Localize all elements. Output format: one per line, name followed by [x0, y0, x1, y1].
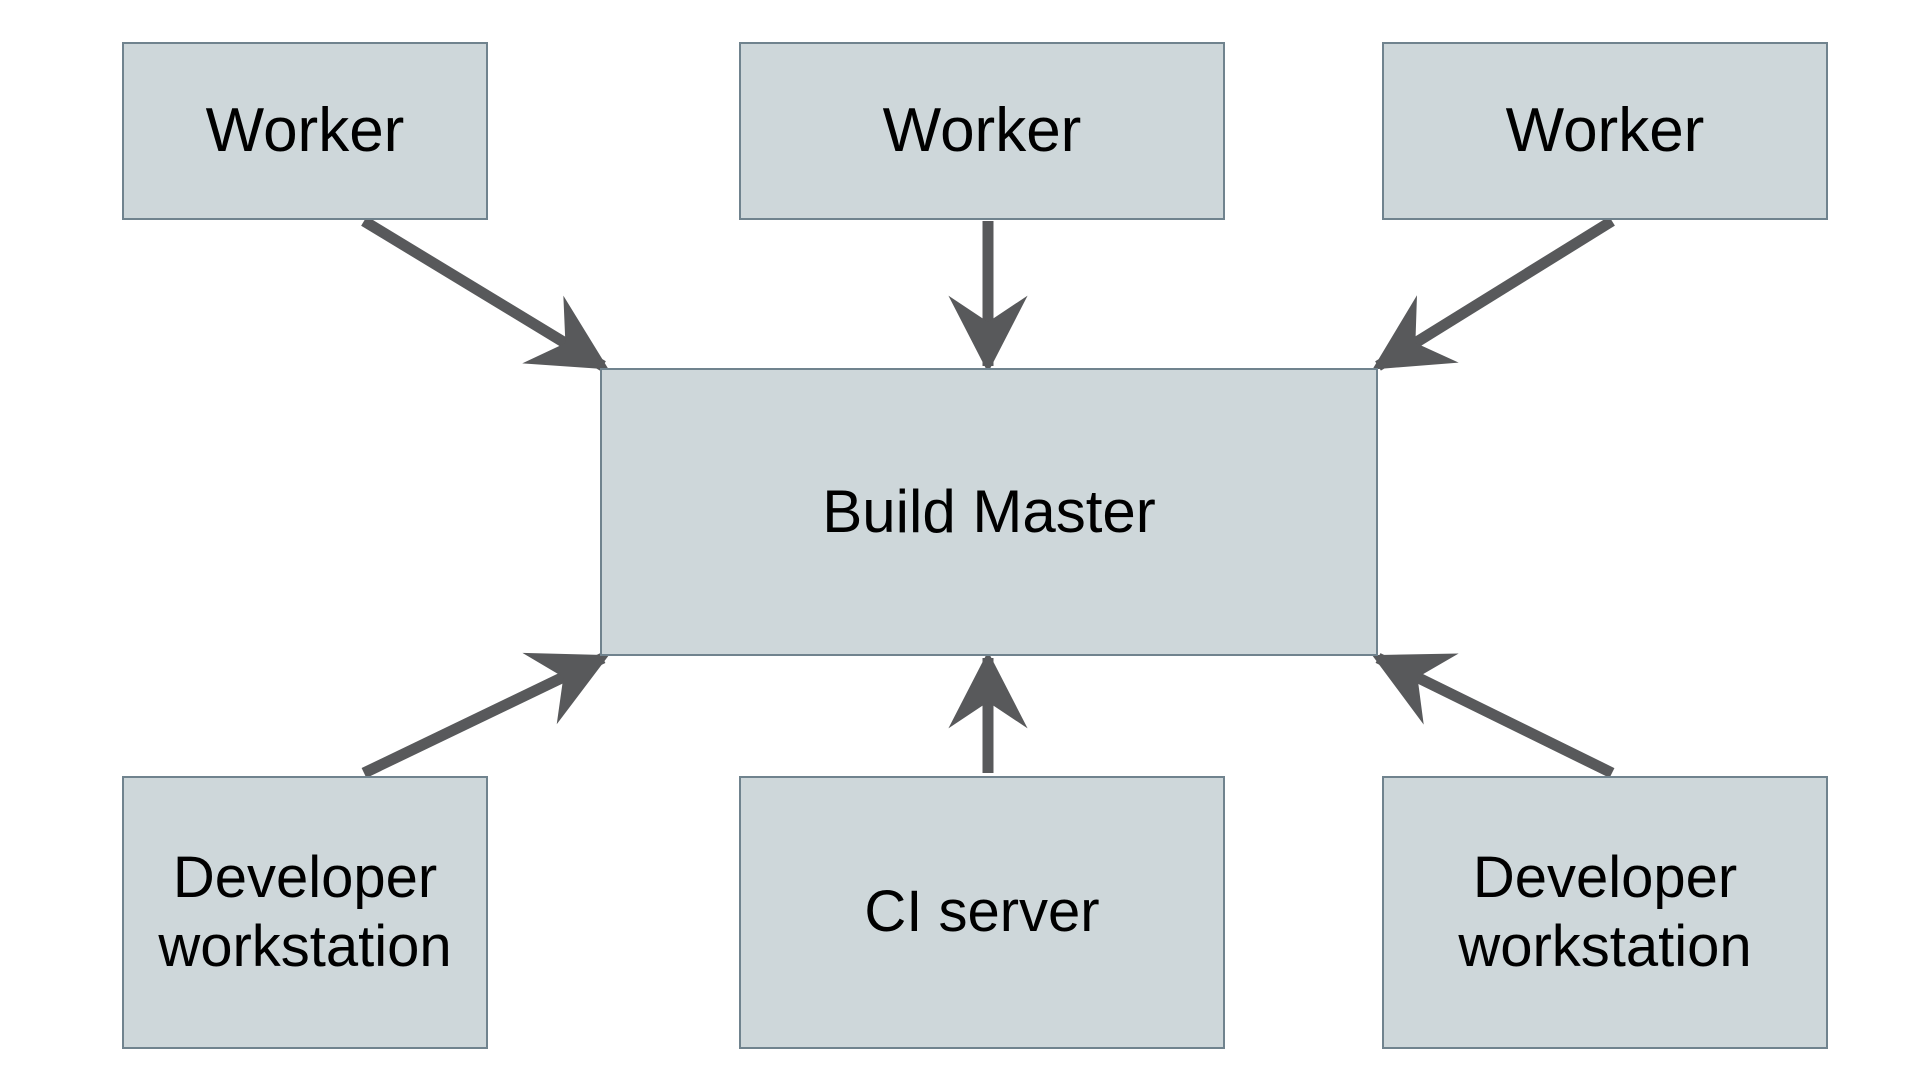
- node-ci-server[interactable]: CI server: [739, 776, 1225, 1049]
- node-developer-workstation-right[interactable]: Developer workstation: [1382, 776, 1828, 1049]
- node-build-master[interactable]: Build Master: [600, 368, 1378, 656]
- edge-developer-workstation-left-to-build-master: [361, 652, 609, 778]
- node-worker-3-label: Worker: [1505, 96, 1705, 166]
- node-developer-workstation-left[interactable]: Developer workstation: [122, 776, 488, 1049]
- node-worker-1[interactable]: Worker: [122, 42, 488, 220]
- node-build-master-label: Build Master: [822, 477, 1156, 545]
- edge-worker-1-to-build-master: [361, 216, 609, 371]
- node-ci-server-label: CI server: [864, 879, 1100, 945]
- node-worker-2-label: Worker: [882, 96, 1082, 166]
- node-worker-1-label: Worker: [205, 96, 405, 166]
- edge-worker-3-to-build-master: [1372, 216, 1615, 371]
- node-developer-workstation-left-label: Developer workstation: [158, 845, 452, 979]
- node-worker-3[interactable]: Worker: [1382, 42, 1828, 220]
- node-developer-workstation-right-label: Developer workstation: [1458, 845, 1752, 979]
- edge-developer-workstation-right-to-build-master: [1372, 653, 1615, 778]
- node-worker-2[interactable]: Worker: [739, 42, 1225, 220]
